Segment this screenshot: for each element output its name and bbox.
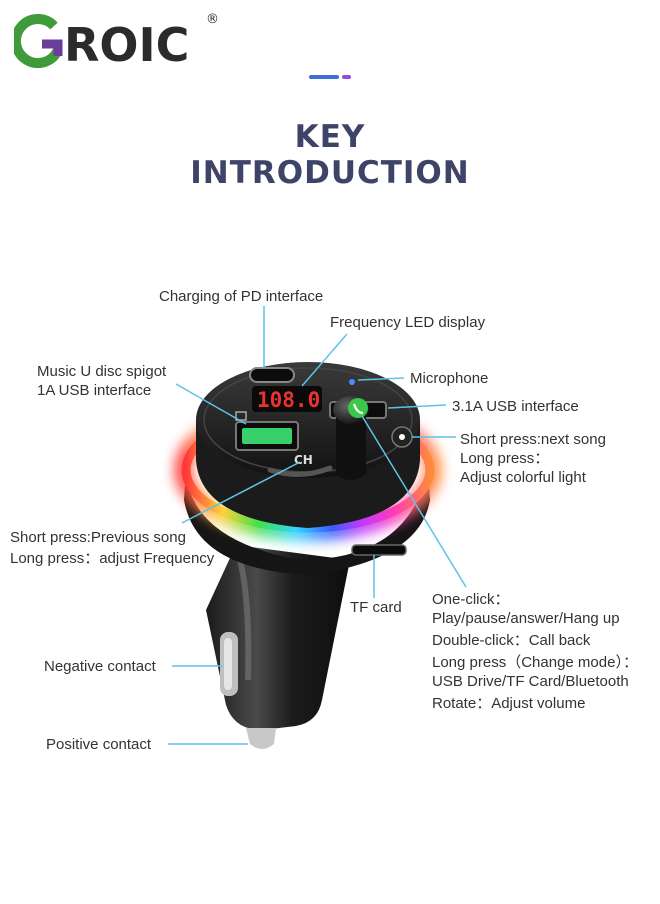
- label-double-click: Double-click：Call back: [432, 632, 591, 649]
- tf-card-slot: [351, 544, 407, 556]
- label-music-disc-line2: 1A USB interface: [37, 382, 152, 399]
- label-prev-song-line2: Long press：adjust Frequency: [10, 550, 215, 567]
- svg-text:ROIC: ROIC: [64, 18, 189, 72]
- label-prev-song-line1: Short press:Previous song: [10, 529, 186, 546]
- led-reading: 108.0: [257, 388, 320, 412]
- label-microphone: Microphone: [410, 370, 489, 387]
- label-usb-31a: 3.1A USB interface: [452, 398, 579, 415]
- brand-logo: ROIC ®: [14, 10, 224, 72]
- label-next-song-line1: Short press:next song: [460, 431, 606, 448]
- ch-button: [267, 465, 333, 477]
- svg-text:®: ®: [206, 12, 219, 27]
- ch-button-label: CH: [294, 453, 313, 467]
- label-negative-contact: Negative contact: [44, 658, 156, 675]
- label-modes: USB Drive/TF Card/Bluetooth: [432, 673, 629, 690]
- label-pd-charging: Charging of PD interface: [159, 288, 324, 305]
- label-music-disc-line1: Music U disc spigot: [37, 363, 167, 380]
- heading-line-1: KEY: [294, 119, 366, 155]
- heading-line-2: INTRODUCTION: [190, 155, 470, 191]
- led-display: [252, 386, 322, 412]
- label-long-press-mode: Long press（Change mode）：: [432, 654, 638, 671]
- label-next-song-line2: Long press：: [460, 450, 550, 467]
- label-positive-contact: Positive contact: [46, 736, 152, 753]
- title-accent-bar: [309, 75, 351, 79]
- label-play-pause: Play/pause/answer/Hang up: [432, 610, 620, 627]
- plug-body: [206, 545, 350, 749]
- positive-contact-tip: [246, 728, 276, 749]
- label-rotate: Rotate：Adjust volume: [432, 695, 586, 712]
- groic-logo-icon: ROIC ®: [14, 12, 219, 72]
- label-one-click: One-click：: [432, 591, 510, 608]
- label-tf-card: TF card: [350, 599, 402, 616]
- microphone-hole: [349, 379, 355, 385]
- usb-c-port: [249, 367, 295, 383]
- leader-lines: [168, 306, 467, 745]
- usb-1a-insert: [242, 428, 292, 444]
- call-button-icon: [348, 398, 368, 418]
- label-next-song-line3: Adjust colorful light: [460, 469, 586, 486]
- label-led-display: Frequency LED display: [330, 314, 486, 331]
- multifunction-knob: [333, 396, 369, 480]
